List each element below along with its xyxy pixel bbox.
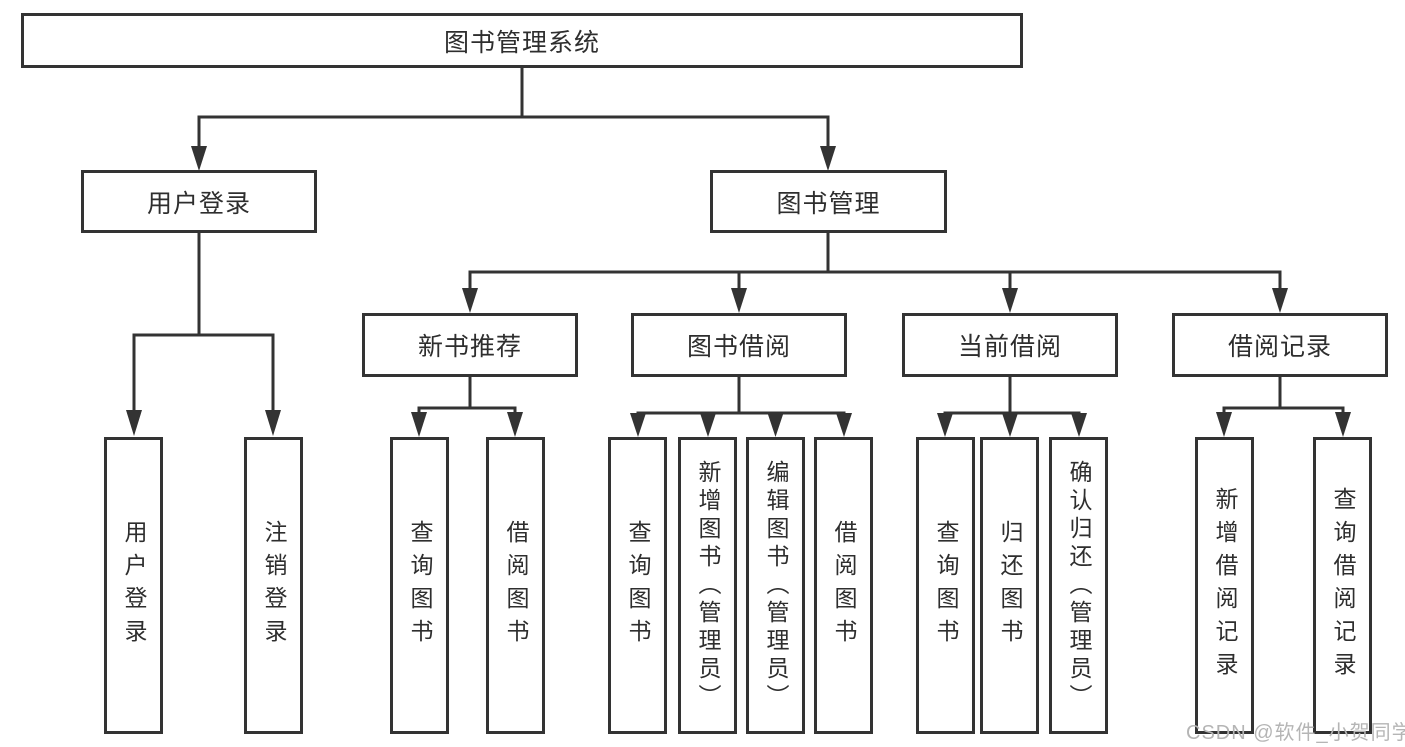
node-book-management: 图书管理 bbox=[710, 170, 947, 233]
node-label: 图书管理 bbox=[776, 189, 881, 218]
node-leaf-return-book: 归还图书 bbox=[980, 437, 1039, 734]
node-user-login: 用户登录 bbox=[81, 170, 317, 233]
node-label: 借阅图书 bbox=[503, 519, 529, 652]
node-leaf-query-books-borrow: 查询图书 bbox=[608, 437, 667, 734]
node-label: 新增借阅记录 bbox=[1212, 486, 1238, 685]
connector-root bbox=[191, 68, 836, 171]
node-borrow-records: 借阅记录 bbox=[1172, 313, 1388, 377]
node-leaf-borrow-books: 借阅图书 bbox=[814, 437, 873, 734]
node-book-borrow: 图书借阅 bbox=[631, 313, 847, 377]
node-label: 编辑图书（管理员） bbox=[763, 459, 789, 712]
connector-new-book-recommend bbox=[411, 377, 523, 437]
node-leaf-query-books-current: 查询图书 bbox=[916, 437, 975, 734]
node-leaf-add-borrow-record: 新增借阅记录 bbox=[1195, 437, 1254, 734]
node-current-borrow: 当前借阅 bbox=[902, 313, 1118, 377]
connector-book-borrow bbox=[630, 377, 852, 437]
node-leaf-query-books-recommend: 查询图书 bbox=[390, 437, 449, 734]
node-label: 借阅记录 bbox=[1227, 333, 1332, 361]
node-label: 当前借阅 bbox=[957, 333, 1062, 361]
node-label: 用户登录 bbox=[146, 189, 251, 218]
csdn-watermark: CSDN @软件_小贺同学 bbox=[1186, 722, 1405, 744]
node-library-management-system: 图书管理系统 bbox=[21, 13, 1023, 68]
node-leaf-add-book-admin: 新增图书（管理员） bbox=[678, 437, 737, 734]
node-leaf-borrow-books-recommend: 借阅图书 bbox=[486, 437, 545, 734]
node-label: 图书管理系统 bbox=[443, 28, 600, 57]
node-label: 注销登录 bbox=[261, 519, 287, 652]
node-label: 归还图书 bbox=[997, 519, 1023, 652]
node-label: 新增图书（管理员） bbox=[695, 459, 721, 712]
node-new-book-recommend: 新书推荐 bbox=[362, 313, 578, 377]
node-leaf-confirm-return-admin: 确认归还（管理员） bbox=[1049, 437, 1108, 734]
connector-current-borrow bbox=[937, 377, 1087, 437]
node-label: 借阅图书 bbox=[831, 519, 857, 652]
node-label: 用户登录 bbox=[121, 519, 147, 652]
node-label: 查询借阅记录 bbox=[1330, 486, 1356, 685]
node-leaf-edit-book-admin: 编辑图书（管理员） bbox=[746, 437, 805, 734]
node-leaf-query-borrow-record: 查询借阅记录 bbox=[1313, 437, 1372, 734]
connector-user-login bbox=[126, 233, 281, 436]
node-leaf-user-login: 用户登录 bbox=[104, 437, 163, 734]
node-label: 新书推荐 bbox=[417, 333, 522, 361]
connector-borrow-records bbox=[1216, 377, 1351, 437]
node-label: 查询图书 bbox=[933, 519, 959, 652]
connector-book-management bbox=[462, 233, 1288, 313]
node-leaf-logout: 注销登录 bbox=[244, 437, 303, 734]
node-label: 图书借阅 bbox=[686, 333, 791, 361]
node-label: 确认归还（管理员） bbox=[1066, 459, 1092, 712]
node-label: 查询图书 bbox=[407, 519, 433, 652]
node-label: 查询图书 bbox=[625, 519, 651, 652]
